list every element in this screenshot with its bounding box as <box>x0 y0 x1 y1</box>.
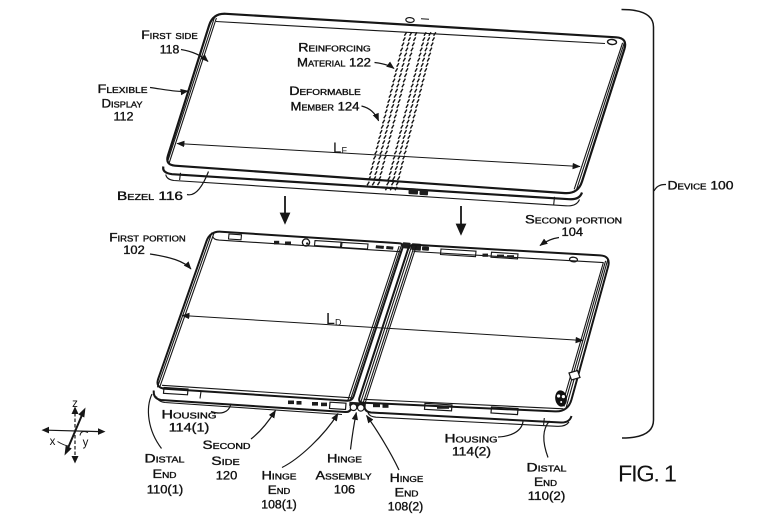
svg-text:Hinge: Hinge <box>390 473 424 485</box>
svg-text:End: End <box>534 477 557 489</box>
svg-text:Distal: Distal <box>145 454 186 466</box>
svg-text:Second portion: Second portion <box>525 215 622 227</box>
svg-text:FIG. 1: FIG. 1 <box>618 461 677 487</box>
svg-text:Distal: Distal <box>527 462 568 474</box>
svg-text:114(1): 114(1) <box>169 423 210 435</box>
svg-text:Side: Side <box>211 456 240 468</box>
svg-text:Reinforcing: Reinforcing <box>298 42 371 54</box>
svg-text:Deformable: Deformable <box>289 86 361 98</box>
svg-text:Second: Second <box>203 440 251 452</box>
svg-text:Assembly: Assembly <box>316 471 373 483</box>
svg-text:120: 120 <box>216 470 238 482</box>
svg-text:End: End <box>268 485 291 497</box>
svg-text:118: 118 <box>160 44 180 56</box>
svg-text:Hinge: Hinge <box>262 471 297 483</box>
svg-text:112: 112 <box>114 112 134 124</box>
svg-text:End: End <box>153 469 177 481</box>
svg-text:Device 100: Device 100 <box>668 181 734 193</box>
svg-text:Material 122: Material 122 <box>297 58 371 70</box>
svg-text:Hinge: Hinge <box>327 454 362 466</box>
svg-text:Display: Display <box>102 98 144 110</box>
svg-text:L: L <box>326 311 335 328</box>
svg-text:D: D <box>335 318 342 328</box>
svg-text:Housing: Housing <box>162 410 217 422</box>
svg-text:114(2): 114(2) <box>452 446 491 458</box>
svg-text:102: 102 <box>123 245 145 257</box>
svg-text:108(2): 108(2) <box>388 502 424 514</box>
svg-text:First portion: First portion <box>109 233 186 245</box>
svg-text:Housing: Housing <box>445 434 498 446</box>
svg-text:x: x <box>50 436 56 448</box>
svg-text:z: z <box>72 398 78 410</box>
svg-text:End: End <box>395 488 419 500</box>
svg-text:110(2): 110(2) <box>528 491 566 503</box>
svg-text:y: y <box>83 437 89 449</box>
svg-text:106: 106 <box>334 485 355 497</box>
svg-text:L: L <box>333 140 341 157</box>
svg-text:Member 124: Member 124 <box>291 101 361 113</box>
svg-text:104: 104 <box>562 227 584 239</box>
svg-text:110(1): 110(1) <box>147 485 184 497</box>
svg-text:Flexible: Flexible <box>98 84 148 96</box>
svg-text:F: F <box>342 146 348 156</box>
svg-text:First side: First side <box>141 30 198 42</box>
svg-text:Bezel 116: Bezel 116 <box>117 191 183 203</box>
svg-text:108(1): 108(1) <box>261 499 297 511</box>
